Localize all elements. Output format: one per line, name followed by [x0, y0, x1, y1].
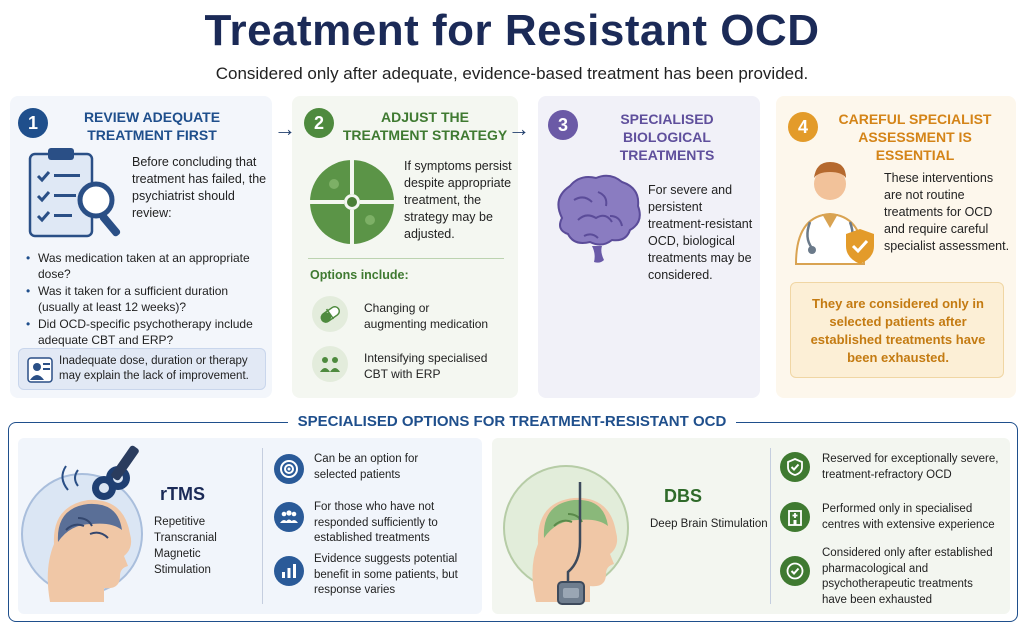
target-icon [274, 454, 304, 484]
list-item: Was medication taken at an appropriate d… [26, 250, 266, 282]
page-title: Treatment for Resistant OCD [204, 6, 820, 55]
step-heading: SPECIALISED BIOLOGICAL TREATMENTS [619, 111, 715, 163]
step-number: 4 [788, 112, 818, 142]
head-implant-icon [503, 465, 629, 605]
divider [770, 448, 771, 604]
step-number: 2 [304, 108, 334, 138]
list-item: Did OCD-specific psychotherapy include a… [26, 316, 266, 348]
step-card-assessment: 4 CAREFUL SPECIALIST ASSESSMENT IS ESSEN… [776, 96, 1016, 398]
review-checklist: Was medication taken at an appropriate d… [26, 250, 266, 349]
options-title: Options include: [310, 268, 409, 282]
bar-chart-icon [274, 556, 304, 586]
shield-check-icon [780, 452, 810, 482]
warning-text: They are considered only in selected pat… [810, 296, 986, 365]
divider [262, 448, 263, 604]
hospital-building-icon [780, 502, 810, 532]
list-item: Was it taken for a sufficient duration (… [26, 283, 266, 315]
option-text: Intensifying specialised CBT with ERP [364, 351, 488, 381]
step-number: 1 [18, 108, 48, 138]
rtms-title: rTMS [160, 484, 205, 504]
head-coil-icon [21, 445, 143, 602]
pill-icon [312, 296, 348, 332]
note-box: Inadequate dose, duration or therapy may… [18, 348, 266, 390]
person-presentation-icon [27, 357, 53, 383]
puzzle-icon [310, 160, 394, 244]
step-heading: REVIEW ADEQUATE TREATMENT FIRST [83, 109, 221, 143]
dbs-point: Reserved for exceptionally severe, treat… [822, 453, 999, 481]
brain-icon [557, 174, 641, 263]
section-title-wrap: SPECIALISED OPTIONS FOR TREATMENT-RESIST… [0, 413, 1024, 431]
step-card-biological: 3 SPECIALISED BIOLOGICAL TREATMENTS For … [538, 96, 760, 398]
rtms-full-name: Repetitive Transcranial Magnetic Stimula… [154, 516, 217, 576]
step-intro: These interventions are not routine trea… [884, 171, 1010, 253]
option-text: Changing or augmenting medication [364, 301, 489, 331]
dbs-point: Considered only after established pharma… [822, 547, 993, 606]
warning-box: They are considered only in selected pat… [790, 282, 1004, 378]
step-intro: Before concluding that treatment has fai… [132, 155, 267, 220]
clipboard-magnifier-icon [28, 148, 121, 238]
check-circle-icon [780, 556, 810, 586]
step-number: 3 [548, 110, 578, 140]
step-card-adjust: 2 ADJUST THE TREATMENT STRATEGY If sympt… [292, 96, 518, 398]
dbs-panel: DBS Deep Brain Stimulation Reserved for … [492, 438, 1010, 614]
note-text: Inadequate dose, duration or therapy may… [59, 355, 249, 382]
arrow-right-icon: → [274, 116, 296, 141]
doctor-shield-icon [794, 162, 874, 265]
step-card-review: 1 REVIEW ADEQUATE TREATMENT FIRST Before… [10, 96, 272, 398]
rtms-point: Can be an option for selected patients [314, 453, 419, 481]
page-subtitle: Considered only after adequate, evidence… [215, 64, 809, 83]
step-heading: ADJUST THE TREATMENT STRATEGY [342, 109, 508, 143]
dbs-full-name: Deep Brain Stimulation [650, 518, 768, 530]
rtms-point: For those who have not responded suffici… [314, 501, 438, 544]
section-title: SPECIALISED OPTIONS FOR TREATMENT-RESIST… [287, 413, 737, 430]
rtms-point: Evidence suggests potential benefit in s… [314, 553, 458, 596]
dbs-point: Performed only in specialised centres wi… [822, 503, 995, 531]
step-intro: If symptoms persist despite appropriate … [404, 159, 512, 241]
dbs-title: DBS [664, 486, 703, 506]
divider [308, 258, 504, 259]
people-group-icon [274, 502, 304, 532]
arrow-right-icon: → [508, 116, 530, 141]
step-intro: For severe and persistent treatment-resi… [648, 183, 753, 282]
rtms-panel: rTMS Repetitive Transcranial Magnetic St… [18, 438, 482, 614]
step-heading: CAREFUL SPECIALIST ASSESSMENT IS ESSENTI… [838, 111, 992, 163]
group-therapy-icon [312, 346, 348, 382]
